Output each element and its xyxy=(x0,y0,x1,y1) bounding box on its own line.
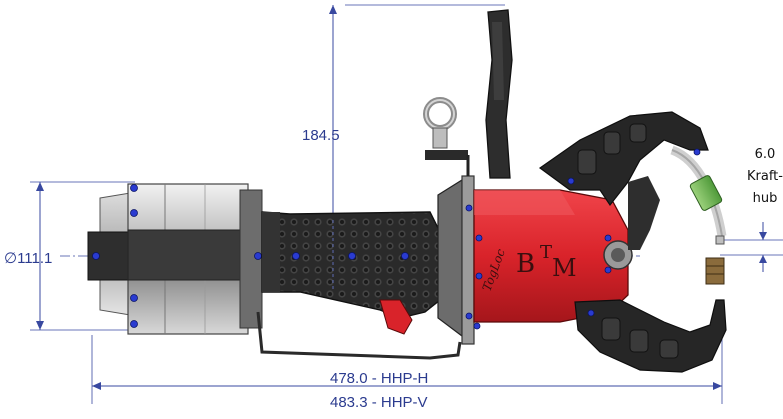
btm-logo: B T M xyxy=(516,242,577,282)
grip-handle xyxy=(256,211,462,360)
lower-die xyxy=(705,235,725,285)
hydraulic-hose xyxy=(670,145,727,237)
height-dimension-label: 184.5 xyxy=(302,127,340,144)
flange xyxy=(425,150,481,345)
svg-text:M: M xyxy=(552,254,577,282)
hydraulic-cylinder xyxy=(87,183,263,335)
svg-text:B: B xyxy=(516,249,537,279)
red-body xyxy=(473,189,633,323)
length-v-dimension-label: 483.3 - HHP-V xyxy=(330,394,428,411)
eye-bolt xyxy=(423,97,457,149)
stroke-word-line1: Kraft- xyxy=(747,169,783,184)
length-h-dimension-label: 478.0 - HHP-H xyxy=(330,370,428,387)
svg-text:T: T xyxy=(540,242,552,263)
stroke-word-line2: hub xyxy=(753,191,778,206)
diameter-dimension-label: ∅111.1 xyxy=(4,250,52,267)
top-handle xyxy=(485,9,513,179)
c-frame xyxy=(538,111,727,373)
stroke-value-label: 6.0 xyxy=(755,147,776,162)
